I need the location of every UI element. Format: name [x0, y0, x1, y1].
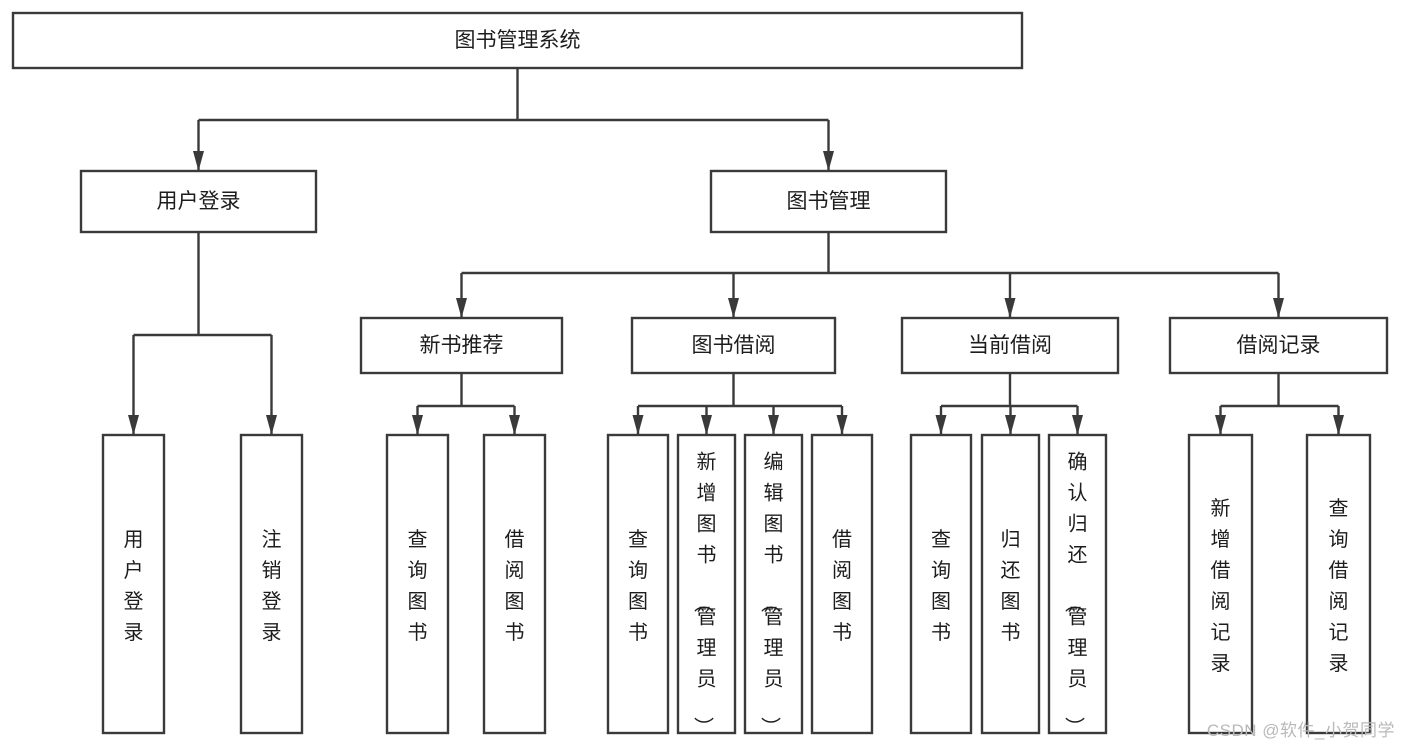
node-leaf-add-book[interactable]: 新增图书（管理员） [676, 433, 737, 737]
node-label-leaf-q-book-3: 查询图书 [931, 528, 951, 644]
node-label-leaf-logout: 注销登录 [262, 528, 282, 644]
node-borrow-record[interactable]: 借阅记录 [1168, 316, 1389, 375]
node-box-leaf-add-record[interactable] [1187, 433, 1254, 735]
connector-user-login [128, 232, 277, 435]
connector-layer [128, 68, 1344, 435]
node-box-current-borrow[interactable] [900, 316, 1120, 375]
node-box-leaf-add-book[interactable] [676, 433, 737, 735]
node-user-login[interactable]: 用户登录 [79, 169, 318, 234]
node-label-leaf-edit-book: 编辑图书（管理员） [759, 451, 784, 737]
node-label-leaf-borrow-2: 借阅图书 [832, 528, 852, 644]
node-box-leaf-q-record[interactable] [1305, 433, 1372, 735]
connector-new-book-rec [412, 373, 520, 435]
node-box-leaf-q-book-3[interactable] [909, 433, 973, 735]
node-box-leaf-logout[interactable] [239, 433, 304, 735]
node-label-new-book-rec: 新书推荐 [420, 334, 504, 357]
connector-root [193, 68, 834, 171]
node-box-new-book-rec[interactable] [359, 316, 564, 375]
node-root[interactable]: 图书管理系统 [11, 11, 1024, 70]
node-leaf-q-book-1[interactable]: 查询图书 [385, 433, 450, 735]
node-leaf-logout[interactable]: 注销登录 [239, 433, 304, 735]
node-leaf-borrow-2[interactable]: 借阅图书 [810, 433, 874, 735]
node-current-borrow[interactable]: 当前借阅 [900, 316, 1120, 375]
node-label-leaf-add-record: 新增借阅记录 [1211, 497, 1231, 675]
node-box-borrow-record[interactable] [1168, 316, 1389, 375]
node-label-leaf-confirm: 确认归还（管理员） [1063, 451, 1088, 737]
node-label-leaf-q-book-1: 查询图书 [408, 528, 428, 644]
node-leaf-q-book-3[interactable]: 查询图书 [909, 433, 973, 735]
node-leaf-return[interactable]: 归还图书 [980, 433, 1041, 735]
node-box-leaf-borrow-1[interactable] [482, 433, 547, 735]
connector-book-borrow [632, 373, 848, 435]
node-label-book-manage: 图书管理 [787, 190, 871, 213]
node-label-root: 图书管理系统 [455, 29, 581, 52]
connector-current-borrow [935, 373, 1083, 435]
node-leaf-q-book-2[interactable]: 查询图书 [606, 433, 670, 735]
node-leaf-user-login[interactable]: 用户登录 [101, 433, 166, 735]
node-box-leaf-user-login[interactable] [101, 433, 166, 735]
node-box-leaf-borrow-2[interactable] [810, 433, 874, 735]
node-label-leaf-user-login: 用户登录 [124, 529, 144, 644]
node-label-leaf-q-record: 查询借阅记录 [1329, 497, 1349, 675]
node-box-leaf-q-book-1[interactable] [385, 433, 450, 735]
node-box-root[interactable] [11, 11, 1024, 70]
node-box-leaf-confirm[interactable] [1047, 433, 1108, 735]
node-leaf-edit-book[interactable]: 编辑图书（管理员） [743, 433, 804, 737]
node-label-leaf-return: 归还图书 [1001, 528, 1021, 644]
connector-borrow-record [1215, 373, 1344, 435]
node-label-leaf-q-book-2: 查询图书 [628, 528, 648, 644]
node-label-leaf-add-book: 新增图书（管理员） [692, 451, 717, 737]
node-box-user-login[interactable] [79, 169, 318, 234]
connector-book-manage [456, 232, 1284, 318]
node-leaf-q-record[interactable]: 查询借阅记录 [1305, 433, 1372, 735]
node-book-borrow[interactable]: 图书借阅 [630, 316, 837, 375]
node-box-book-borrow[interactable] [630, 316, 837, 375]
node-box-book-manage[interactable] [709, 169, 948, 234]
node-new-book-rec[interactable]: 新书推荐 [359, 316, 564, 375]
node-box-leaf-return[interactable] [980, 433, 1041, 735]
node-book-manage[interactable]: 图书管理 [709, 169, 948, 234]
node-box-leaf-q-book-2[interactable] [606, 433, 670, 735]
node-layer: 图书管理系统用户登录图书管理新书推荐图书借阅当前借阅借阅记录用户登录注销登录查询… [11, 11, 1389, 737]
node-leaf-confirm[interactable]: 确认归还（管理员） [1047, 433, 1108, 737]
node-label-leaf-borrow-1: 借阅图书 [505, 528, 525, 644]
node-label-user-login: 用户登录 [157, 190, 241, 213]
node-label-borrow-record: 借阅记录 [1237, 334, 1321, 357]
node-label-current-borrow: 当前借阅 [968, 334, 1052, 357]
node-label-book-borrow: 图书借阅 [692, 334, 776, 357]
node-leaf-add-record[interactable]: 新增借阅记录 [1187, 433, 1254, 735]
node-leaf-borrow-1[interactable]: 借阅图书 [482, 433, 547, 735]
node-box-leaf-edit-book[interactable] [743, 433, 804, 735]
watermark-text: CSDN @软件_小贺同学 [1206, 721, 1395, 740]
